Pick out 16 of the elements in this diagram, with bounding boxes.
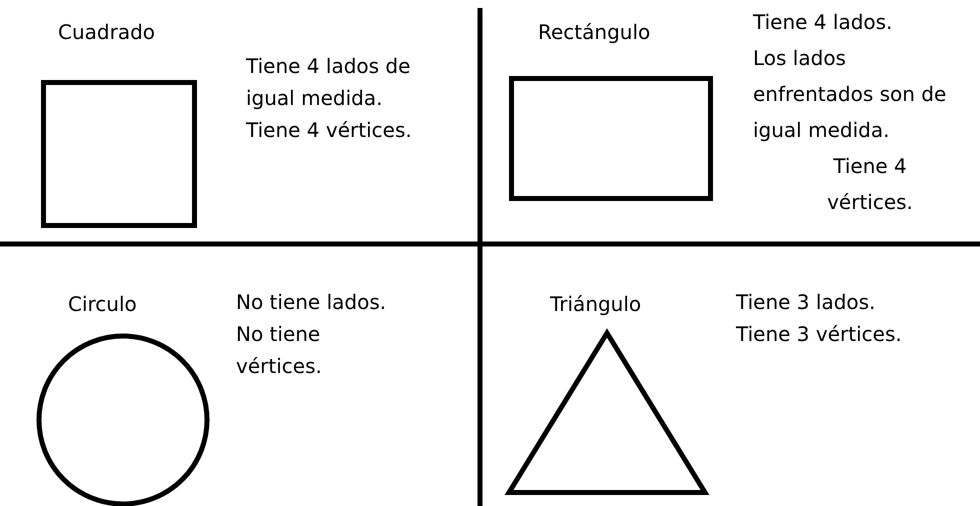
shape-title: Triángulo [550,291,642,318]
shape-description: No tiene vértices. [236,321,323,380]
shape-description: Tiene 4 vértices. [826,153,914,216]
shape-title: Rectángulo [538,19,652,46]
shape-description: No tiene lados. [236,289,388,316]
triangle-shape [503,326,711,495]
rectangle-shape [509,76,713,201]
shape-description: Tiene 4 lados. [753,9,894,36]
shape-description: Tiene 4 lados de igual medida. [246,53,412,112]
shape-description: Tiene 4 vértices. [246,117,413,144]
shape-title: Circulo [68,291,138,318]
shape-description: Tiene 3 vértices. [736,321,903,348]
rectangle-shape [41,80,197,228]
shape-description: Tiene 3 lados. [736,289,876,316]
shape-title: Cuadrado [58,19,156,46]
shape-description: Los lados enfrentados son de igual medida. [753,45,948,144]
